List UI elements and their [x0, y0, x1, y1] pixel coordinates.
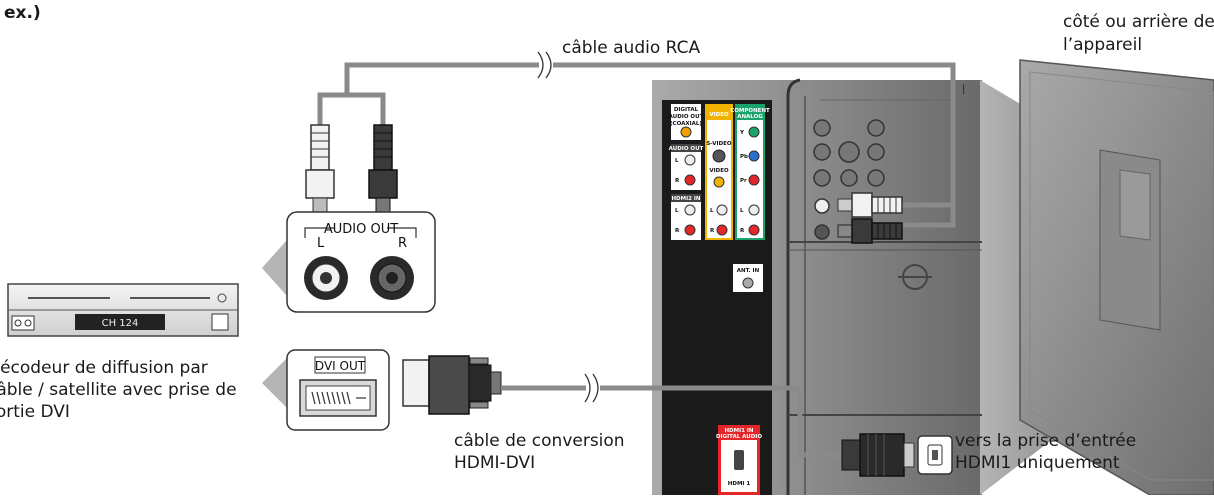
rca-cable-label: câble audio RCA	[562, 38, 701, 58]
set-top-box-label-2: câble / satellite avec prise de	[0, 380, 237, 400]
hdmi2-in-label: HDMI2 IN	[671, 196, 700, 202]
digital-audio-label: DIGITAL	[674, 107, 699, 113]
set-top-box-label-3: sortie DVI	[0, 402, 70, 422]
rca-plug-white-top	[305, 124, 335, 213]
svg-text:DIGITAL AUDIO: DIGITAL AUDIO	[716, 434, 762, 440]
tv-jack-panel: DIGITAL AUDIO OUT (COAXIAL) AUDIO OUT L …	[662, 100, 772, 495]
set-top-box: CH 124	[7, 283, 239, 337]
box-display-text: CH 124	[102, 318, 139, 329]
svg-text:HDMI 1: HDMI 1	[728, 481, 751, 487]
panel-edge-mark: |	[962, 84, 965, 95]
tv-side-illustration	[1019, 59, 1214, 496]
conversion-cable-label-2: HDMI-DVI	[454, 453, 536, 473]
hdmi1-only-label-2: HDMI1 uniquement	[955, 453, 1120, 473]
audio-out-jack-box: AUDIO OUT L R	[262, 211, 436, 313]
svg-text:Y: Y	[739, 130, 745, 136]
hdmi-dvi-cable	[501, 385, 842, 458]
ant-in-label: ANT. IN	[737, 268, 760, 274]
svg-text:L: L	[675, 158, 679, 164]
svg-text:R: R	[710, 228, 715, 234]
dvi-out-port-box: DVI OUT	[262, 349, 390, 431]
svg-text:R: R	[675, 228, 680, 234]
hdmi-port-icon	[917, 435, 953, 475]
set-top-box-label-1: Décodeur de diffusion par	[0, 358, 208, 378]
audio-out-panel-label: AUDIO OUT	[669, 146, 704, 152]
top-fragment-text: ex.)	[4, 3, 41, 23]
svg-text:R: R	[740, 228, 745, 234]
audio-out-l-label: L	[317, 236, 325, 251]
svg-text:L: L	[740, 208, 744, 214]
dvi-plug	[402, 355, 502, 415]
svg-text:Pr: Pr	[740, 178, 747, 184]
audio-out-r-label: R	[398, 236, 407, 251]
svg-text:S-VIDEO: S-VIDEO	[706, 141, 731, 147]
rca-cable-break	[537, 51, 553, 79]
hdmi-plug	[841, 433, 915, 477]
svg-text:L: L	[710, 208, 714, 214]
svg-text:VIDEO: VIDEO	[709, 168, 729, 174]
rca-plug-black-top	[368, 124, 398, 213]
svg-text:(COAXIAL): (COAXIAL)	[670, 121, 702, 127]
component-label: COMPONENT	[730, 108, 770, 114]
audio-out-title: AUDIO OUT	[324, 222, 398, 237]
svg-text:R: R	[675, 178, 680, 184]
rca-plug-black-panel	[837, 218, 903, 244]
rca-plug-white-panel	[837, 192, 903, 218]
svg-text:AUDIO OUT: AUDIO OUT	[669, 114, 704, 120]
device-side-label-1: côté ou arrière de	[1063, 12, 1214, 32]
box-display	[75, 314, 165, 330]
panel-jacks	[813, 119, 885, 240]
hdmi1-only-label-1: vers la prise d’entrée	[955, 431, 1137, 451]
svg-text:Pb: Pb	[740, 154, 748, 160]
svg-text:HDMI1 IN: HDMI1 IN	[724, 428, 753, 434]
video-label: VIDEO	[709, 112, 729, 118]
svg-text:ANALOG: ANALOG	[737, 114, 763, 120]
conversion-cable-label-1: câble de conversion	[454, 431, 625, 451]
svg-text:L: L	[675, 208, 679, 214]
hdmi-cable-break	[584, 373, 600, 403]
dvi-out-label: DVI OUT	[315, 359, 366, 373]
device-side-label-2: l’appareil	[1063, 35, 1143, 55]
